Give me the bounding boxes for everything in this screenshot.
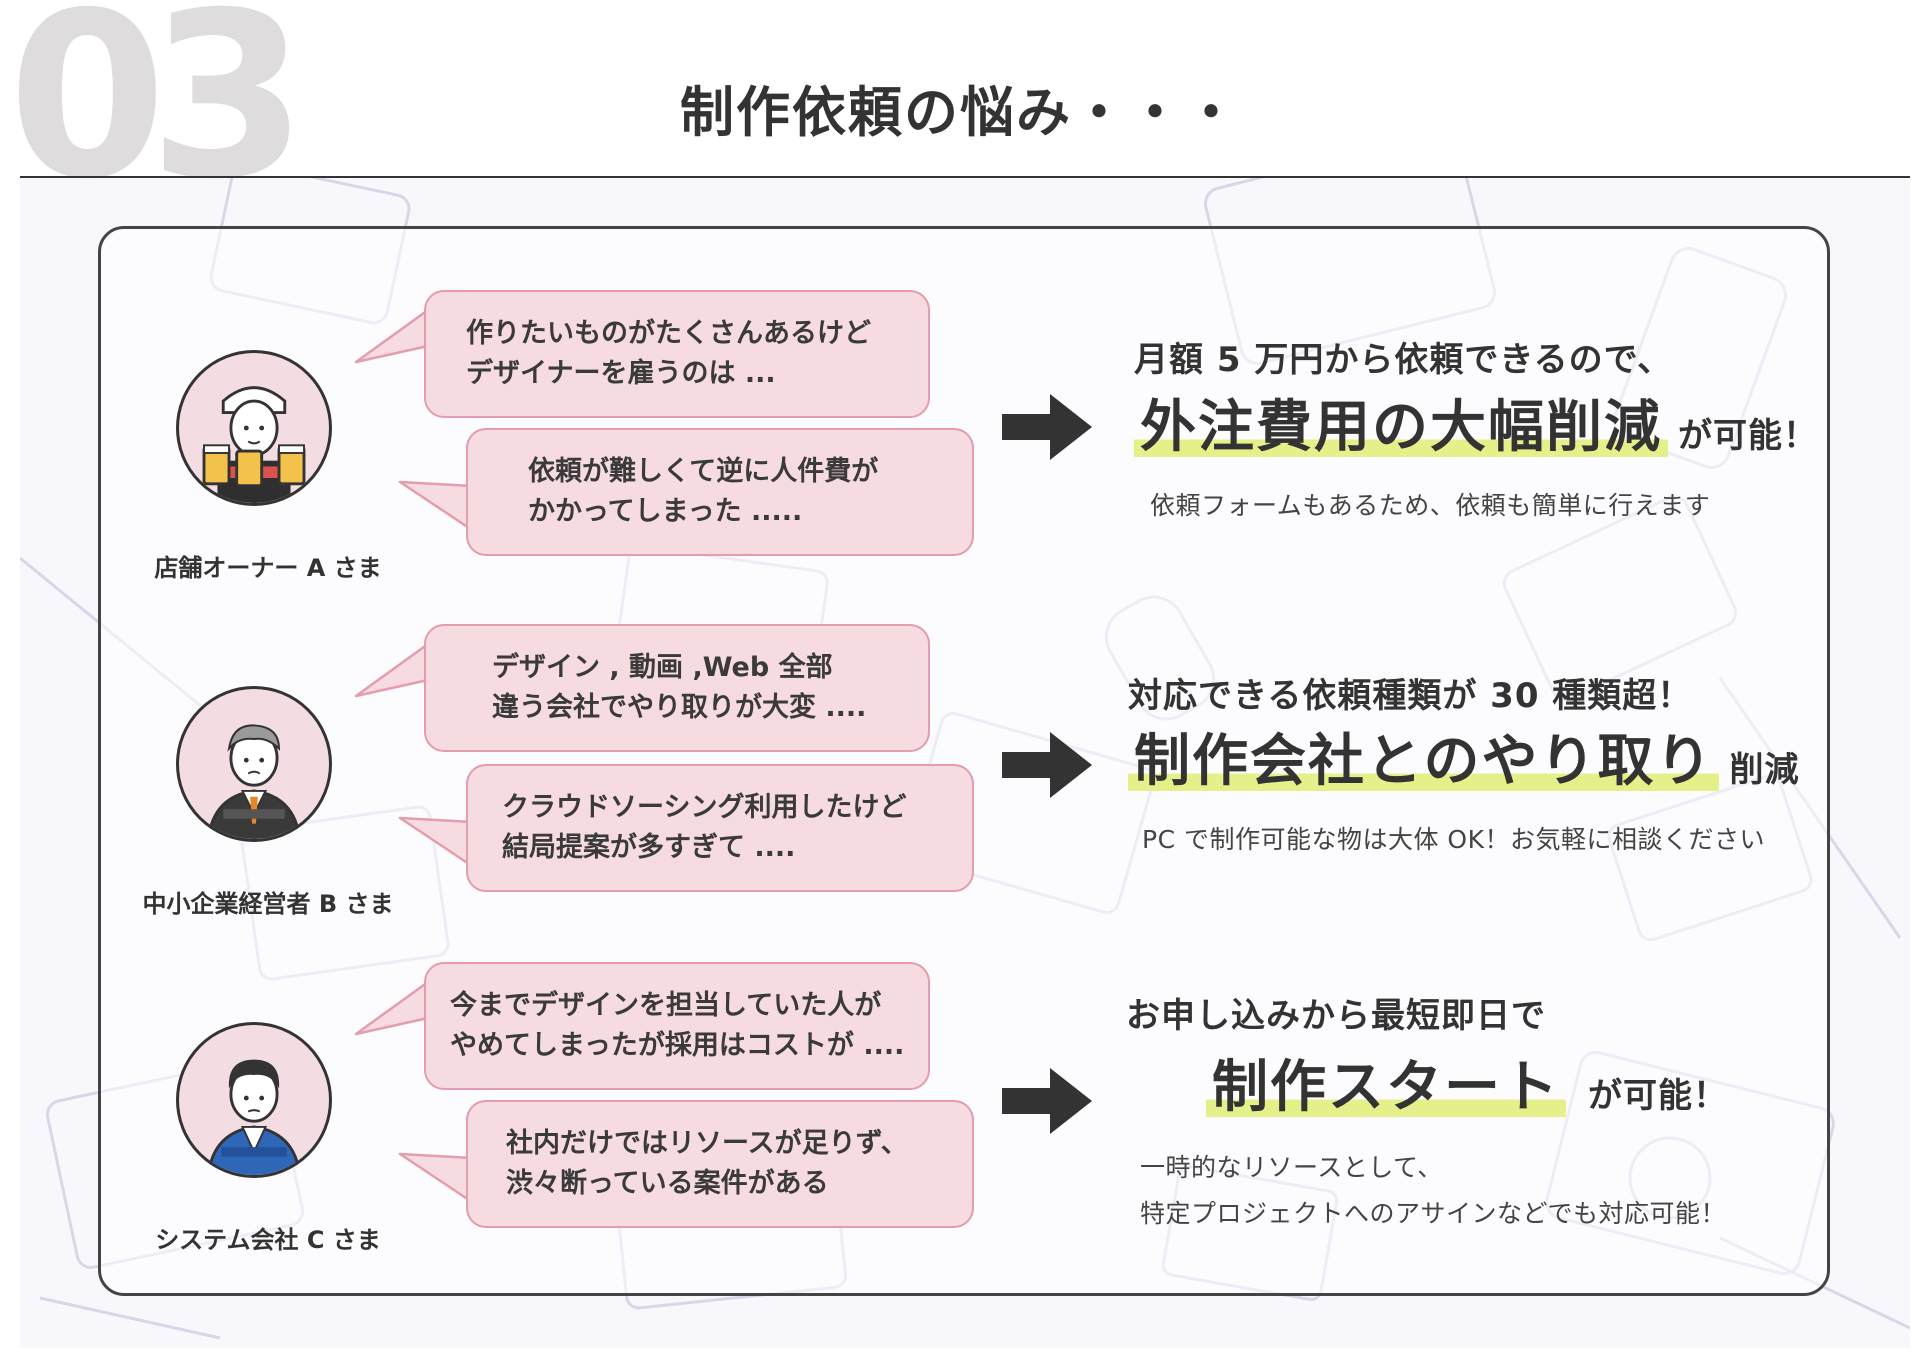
solution-suffix: が可能！ bbox=[1588, 1076, 1728, 1117]
speech-bubble-tail bbox=[398, 816, 473, 868]
speech-bubble-tail bbox=[354, 980, 429, 1036]
bubble-line: クラウドソーシング利用したけど bbox=[502, 792, 907, 823]
arrow-right-icon bbox=[1002, 394, 1092, 460]
solution-lead: 月額 5 万円から依頼できるので、 bbox=[1134, 340, 1673, 380]
concern-bubble: 今までデザインを担当していた人が やめてしまったが採用はコストが .... bbox=[424, 962, 930, 1090]
title-divider bbox=[20, 176, 1910, 178]
speech-bubble-tail bbox=[398, 1152, 473, 1204]
concern-bubble: クラウドソーシング利用したけど 結局提案が多すぎて .... bbox=[466, 764, 974, 892]
concern-bubble: 依頼が難しくて逆に人件費が かかってしまった ..... bbox=[466, 428, 974, 556]
bubble-line: かかってしまった ..... bbox=[528, 496, 803, 527]
bubble-line: 作りたいものがたくさんあるけど bbox=[466, 318, 871, 349]
bubble-line: デザイン , 動画 ,Web 全部 bbox=[492, 652, 833, 683]
section-number: 03 bbox=[8, 0, 307, 229]
arrow-right-icon bbox=[1002, 1068, 1092, 1134]
shop-owner-avatar-icon bbox=[176, 350, 332, 506]
speech-bubble-tail bbox=[354, 642, 429, 698]
bubble-line: やめてしまったが採用はコストが .... bbox=[450, 1030, 905, 1061]
solution-note: PC で制作可能な物は大体 OK！お気軽に相談ください bbox=[1142, 825, 1765, 854]
solution-note: 特定プロジェクトへのアサインなどでも対応可能！ bbox=[1140, 1199, 1727, 1228]
customer-name: システム会社 C さま bbox=[155, 1226, 381, 1254]
arrow-right-icon bbox=[1002, 732, 1092, 798]
system-company-avatar-icon bbox=[176, 1022, 332, 1178]
solution-suffix: 削減 bbox=[1729, 750, 1800, 791]
customer-name: 中小企業経営者 B さま bbox=[142, 890, 394, 918]
customer-name: 店舗オーナー A さま bbox=[154, 554, 382, 582]
concern-bubble: 作りたいものがたくさんあるけど デザイナーを雇うのは ... bbox=[424, 290, 930, 418]
business-owner-avatar-icon bbox=[176, 686, 332, 842]
speech-bubble-tail bbox=[398, 480, 473, 532]
bubble-line: 渋々断っている案件がある bbox=[506, 1168, 829, 1199]
solution-highlight: 制作会社とのやり取り bbox=[1128, 728, 1720, 796]
solution-note: 依頼フォームもあるため、依頼も簡単に行えます bbox=[1150, 491, 1711, 520]
bubble-line: 依頼が難しくて逆に人件費が bbox=[528, 456, 879, 487]
solution-note: 一時的なリソースとして、 bbox=[1140, 1153, 1443, 1182]
bubble-line: 違う会社でやり取りが大変 .... bbox=[492, 692, 867, 723]
bubble-line: 結局提案が多すぎて .... bbox=[502, 832, 796, 863]
solution-suffix: が可能！ bbox=[1678, 416, 1818, 457]
solution-lead: 対応できる依頼種類が 30 種類超！ bbox=[1128, 676, 1693, 716]
solution-headline: 制作スタート が可能！ bbox=[1206, 1054, 1728, 1122]
bubble-line: 社内だけではリソースが足りず、 bbox=[506, 1128, 908, 1159]
bubble-line: デザイナーを雇うのは ... bbox=[466, 358, 776, 389]
solution-headline: 外注費用の大幅削減 が可能！ bbox=[1134, 394, 1818, 462]
bubble-line: 今までデザインを担当していた人が bbox=[450, 990, 882, 1021]
solution-lead: お申し込みから最短即日で bbox=[1126, 996, 1546, 1036]
speech-bubble-tail bbox=[354, 308, 429, 364]
concern-bubble: 社内だけではリソースが足りず、 渋々断っている案件がある bbox=[466, 1100, 974, 1228]
solution-headline: 制作会社とのやり取り 削減 bbox=[1128, 728, 1800, 796]
solution-highlight: 制作スタート bbox=[1206, 1054, 1566, 1122]
page-title: 制作依頼の悩み・・・ bbox=[680, 81, 1240, 144]
concern-bubble: デザイン , 動画 ,Web 全部 違う会社でやり取りが大変 .... bbox=[424, 624, 930, 752]
solution-highlight: 外注費用の大幅削減 bbox=[1134, 394, 1668, 462]
